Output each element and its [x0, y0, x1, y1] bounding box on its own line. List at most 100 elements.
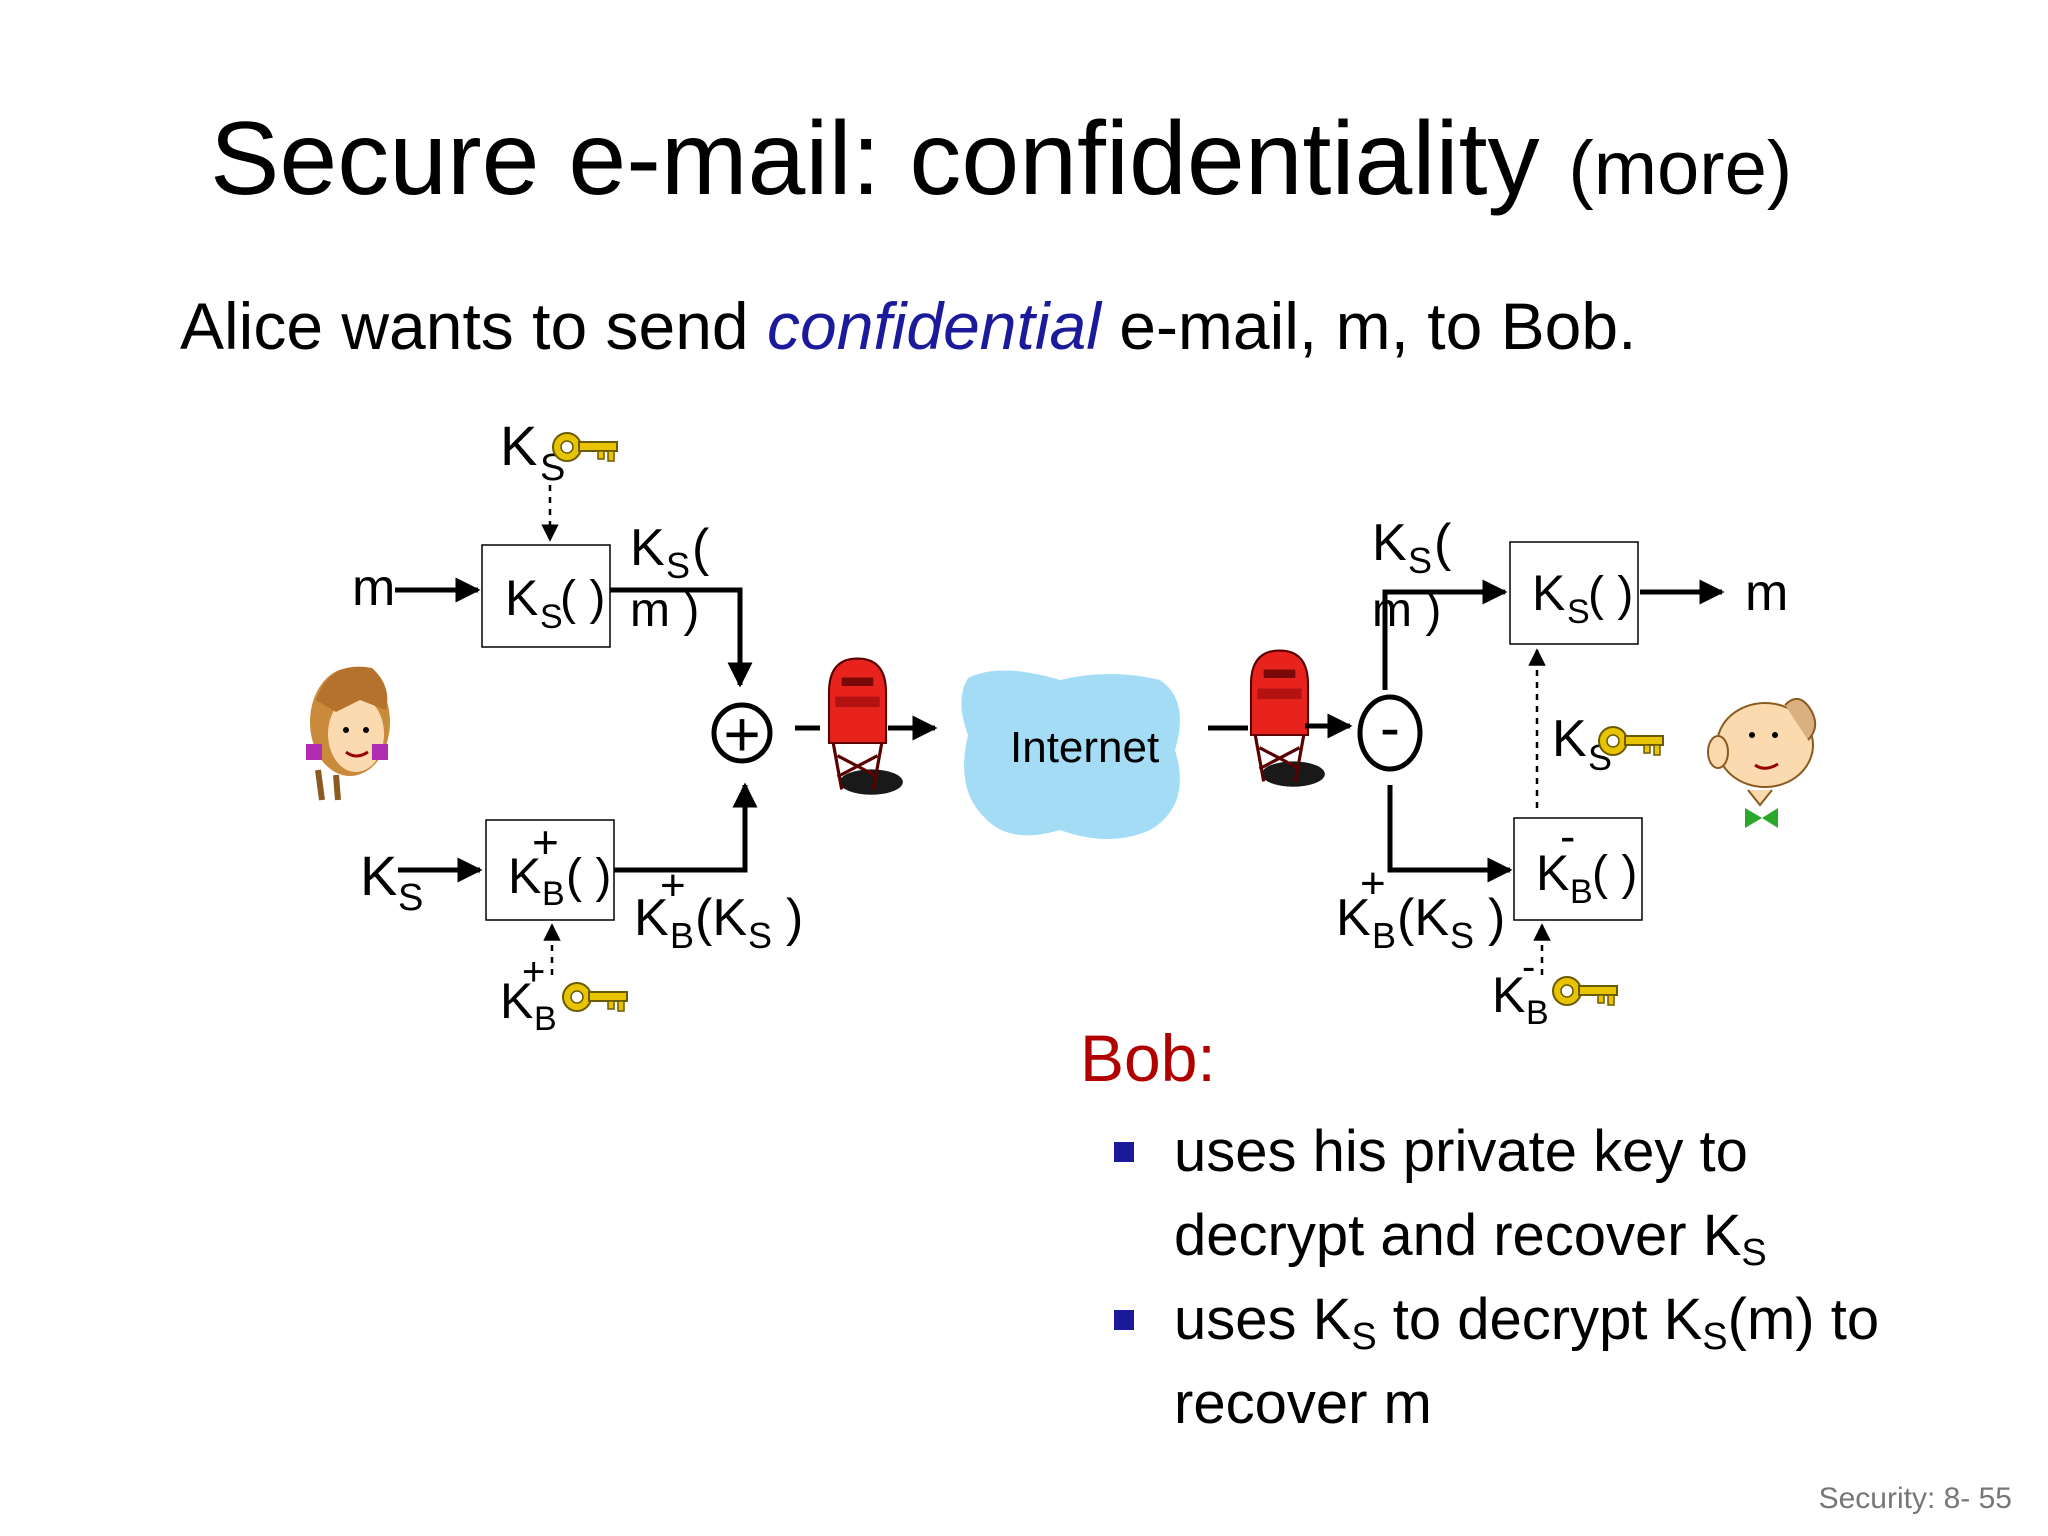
bullet2-subscript-2: S — [1702, 1316, 1728, 1358]
bullet1-subscript: S — [1741, 1232, 1767, 1274]
svg-text:-: - — [1522, 945, 1535, 989]
bullet2-line2: recover m — [1174, 1371, 1432, 1436]
bullet1-line1: uses his private key to — [1174, 1119, 1748, 1184]
bob-heading: Bob: — [1080, 1021, 1216, 1095]
svg-text:K: K — [508, 848, 541, 904]
slide-subtitle: Alice wants to send confidential e-mail,… — [180, 288, 1636, 364]
bullet2-subscript-1: S — [1351, 1316, 1377, 1358]
svg-text:+: + — [522, 950, 545, 994]
svg-text:-: - — [1380, 694, 1400, 761]
bullet1-line2: decrypt and recover K — [1174, 1203, 1742, 1268]
svg-text:K: K — [360, 844, 397, 907]
ks-input-label-bottom: K S — [360, 844, 423, 919]
split-lower-path — [1387, 785, 1513, 883]
kb-ks-label-right: + K B (K S ) — [1336, 859, 1505, 956]
bullet-icon — [1114, 1310, 1134, 1330]
svg-text:K: K — [1532, 565, 1565, 621]
title-suffix: (more) — [1568, 126, 1793, 211]
svg-text:-: - — [1560, 810, 1575, 862]
svg-text:( ): ( ) — [1588, 568, 1633, 621]
kb-plus-key-label: + K B — [500, 950, 628, 1038]
svg-text:(K: (K — [1397, 889, 1449, 947]
m-output-label: m — [1745, 564, 1788, 622]
svg-text:K: K — [1372, 514, 1407, 572]
svg-text:B: B — [542, 875, 565, 913]
title-main: Secure e-mail: confidentiality — [210, 101, 1540, 217]
add-operator: + — [711, 698, 773, 770]
list-item: uses KS to decrypt KS(m) to recover m — [1110, 1278, 2010, 1446]
svg-text:( ): ( ) — [566, 850, 611, 903]
svg-text:B: B — [1372, 915, 1396, 956]
internet-label: Internet — [1010, 723, 1159, 772]
bullet2-part-b: to decrypt K — [1376, 1287, 1703, 1352]
ks-decrypt-box: K S ( ) — [1509, 541, 1639, 645]
key-icon — [562, 982, 628, 1012]
svg-text:m ): m ) — [1372, 584, 1441, 637]
svg-text:m ): m ) — [630, 584, 699, 637]
svg-text:K: K — [500, 414, 537, 477]
bullet2-part-a: uses K — [1174, 1287, 1352, 1352]
m-input-label: m — [352, 559, 395, 617]
svg-text:K: K — [1536, 845, 1569, 901]
svg-text:S: S — [1408, 540, 1432, 581]
svg-text:B: B — [670, 915, 694, 956]
svg-text:K: K — [1336, 889, 1371, 947]
key-icon — [552, 432, 618, 462]
bullet2-part-c: (m) to — [1727, 1287, 1880, 1352]
bob-steps-list: uses his private key to decrypt and reco… — [1110, 1110, 2010, 1446]
svg-text:K: K — [630, 519, 665, 577]
svg-text:( ): ( ) — [560, 572, 605, 625]
svg-text:B: B — [534, 1000, 557, 1038]
slide-footer: Security: 8- 55 — [1818, 1482, 2012, 1515]
ks-encrypt-box: K S ( ) — [481, 544, 611, 648]
key-icon — [1552, 976, 1618, 1006]
svg-text:+: + — [723, 698, 760, 770]
mailbox-icon — [1249, 648, 1327, 789]
list-item: uses his private key to decrypt and reco… — [1110, 1110, 2010, 1278]
svg-text:K: K — [505, 570, 538, 626]
ks-m-label-right: K S ( m ) — [1372, 514, 1452, 637]
kb-minus-decrypt-box: - K B ( ) — [1513, 810, 1643, 921]
subtitle-after: e-mail, m, to Bob. — [1119, 289, 1637, 363]
svg-text:K: K — [500, 973, 533, 1029]
kb-plus-encrypt-box: + K B ( ) — [485, 816, 615, 921]
svg-text:S: S — [1450, 915, 1474, 956]
svg-text:(: ( — [692, 519, 710, 577]
ks-m-label-left: K S ( m ) — [630, 519, 710, 637]
svg-text:S: S — [748, 915, 772, 956]
svg-text:K: K — [1552, 710, 1587, 768]
kb-ks-label-left: + K B (K S ) — [634, 861, 803, 956]
svg-text:+: + — [532, 816, 559, 868]
kb-ks-path — [614, 782, 758, 873]
key-icon — [1598, 726, 1664, 756]
alice-icon — [306, 666, 390, 801]
subtitle-emphasis: confidential — [766, 289, 1101, 363]
bullet-icon — [1114, 1142, 1134, 1162]
ks-m-path — [610, 587, 753, 688]
svg-text:( ): ( ) — [1592, 847, 1637, 900]
svg-text:S: S — [666, 545, 690, 586]
svg-text:B: B — [1570, 873, 1593, 911]
svg-text:S: S — [1567, 593, 1590, 631]
svg-text:(K: (K — [695, 889, 747, 947]
svg-text:B: B — [1526, 994, 1549, 1032]
kb-minus-key-label: - K B — [1492, 945, 1618, 1032]
cloud-icon: Internet — [961, 670, 1180, 839]
svg-text:+: + — [660, 861, 686, 910]
svg-text:(: ( — [1434, 514, 1452, 572]
ks-key-label-top: K S — [500, 414, 618, 489]
slide-title: Secure e-mail: confidentiality (more) — [210, 100, 1792, 219]
svg-text:K: K — [1492, 967, 1525, 1023]
bob-icon — [1707, 697, 1817, 828]
subtitle-before: Alice wants to send — [180, 289, 749, 363]
ks-key-label-right: K S — [1552, 710, 1664, 778]
svg-text:S: S — [540, 598, 563, 636]
svg-text:K: K — [634, 889, 669, 947]
split-operator: - — [1357, 694, 1423, 772]
svg-text:+: + — [1360, 859, 1386, 908]
svg-text:S: S — [398, 877, 423, 919]
svg-text:): ) — [1488, 889, 1505, 947]
split-upper-path — [1382, 579, 1508, 690]
